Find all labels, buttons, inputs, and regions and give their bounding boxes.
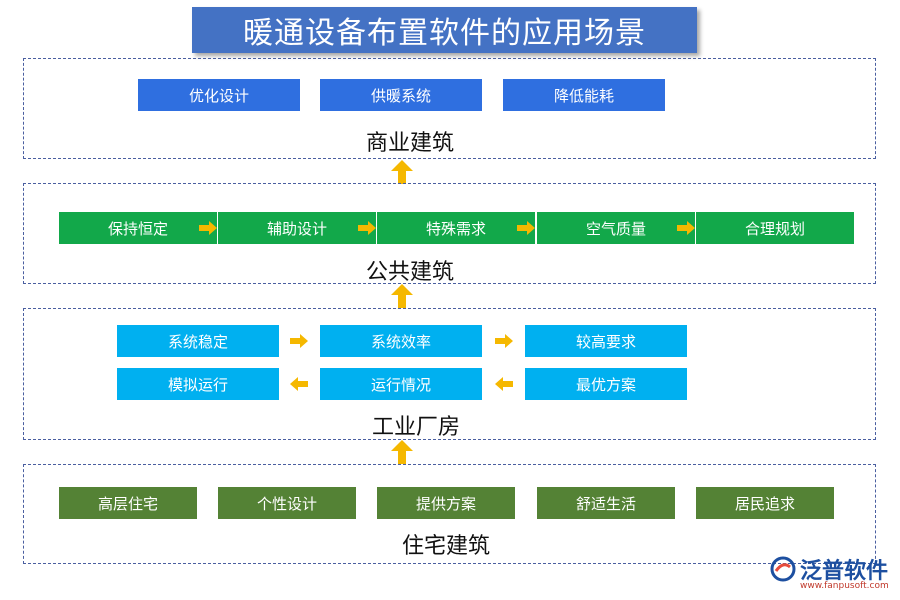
public-item-5: 合理规划 [696, 212, 854, 244]
industrial-item-1: 系统稳定 [117, 325, 279, 357]
brand-mark-icon [770, 556, 796, 582]
arrow-up-icon [391, 440, 413, 464]
residential-item-3: 提供方案 [377, 487, 515, 519]
public-item-2: 辅助设计 [218, 212, 376, 244]
industrial-item-5: 运行情况 [320, 368, 482, 400]
diagram-title: 暖通设备布置软件的应用场景 [192, 7, 697, 53]
arrow-left-icon [495, 377, 513, 391]
residential-item-1: 高层住宅 [59, 487, 197, 519]
arrow-right-icon [290, 334, 308, 348]
industrial-item-2: 系统效率 [320, 325, 482, 357]
residential-label: 住宅建筑 [401, 534, 491, 559]
industrial-label: 工业厂房 [371, 415, 461, 440]
arrow-right-icon [517, 221, 535, 235]
public-item-4: 空气质量 [537, 212, 695, 244]
arrow-right-icon [199, 221, 217, 235]
residential-item-2: 个性设计 [218, 487, 356, 519]
public-label: 公共建筑 [365, 260, 455, 285]
commercial-label: 商业建筑 [365, 131, 455, 156]
public-item-3: 特殊需求 [377, 212, 535, 244]
commercial-item-1: 优化设计 [138, 79, 300, 111]
arrow-right-icon [358, 221, 376, 235]
arrow-right-icon [677, 221, 695, 235]
public-item-1: 保持恒定 [59, 212, 217, 244]
section-industrial [23, 308, 876, 440]
arrow-up-icon [391, 160, 413, 184]
section-public [23, 183, 876, 284]
arrow-left-icon [290, 377, 308, 391]
residential-item-5: 居民追求 [696, 487, 834, 519]
arrow-right-icon [495, 334, 513, 348]
industrial-item-3: 较高要求 [525, 325, 687, 357]
industrial-item-6: 最优方案 [525, 368, 687, 400]
commercial-item-2: 供暖系统 [320, 79, 482, 111]
brand-name: 泛普软件 [800, 559, 889, 584]
arrow-up-icon [391, 284, 413, 308]
section-commercial [23, 58, 876, 159]
brand-url: www.fanpusoft.com [800, 581, 889, 591]
industrial-item-4: 模拟运行 [117, 368, 279, 400]
brand-logo: 泛普软件 [770, 553, 888, 585]
commercial-item-3: 降低能耗 [503, 79, 665, 111]
residential-item-4: 舒适生活 [537, 487, 675, 519]
section-residential [23, 464, 876, 564]
